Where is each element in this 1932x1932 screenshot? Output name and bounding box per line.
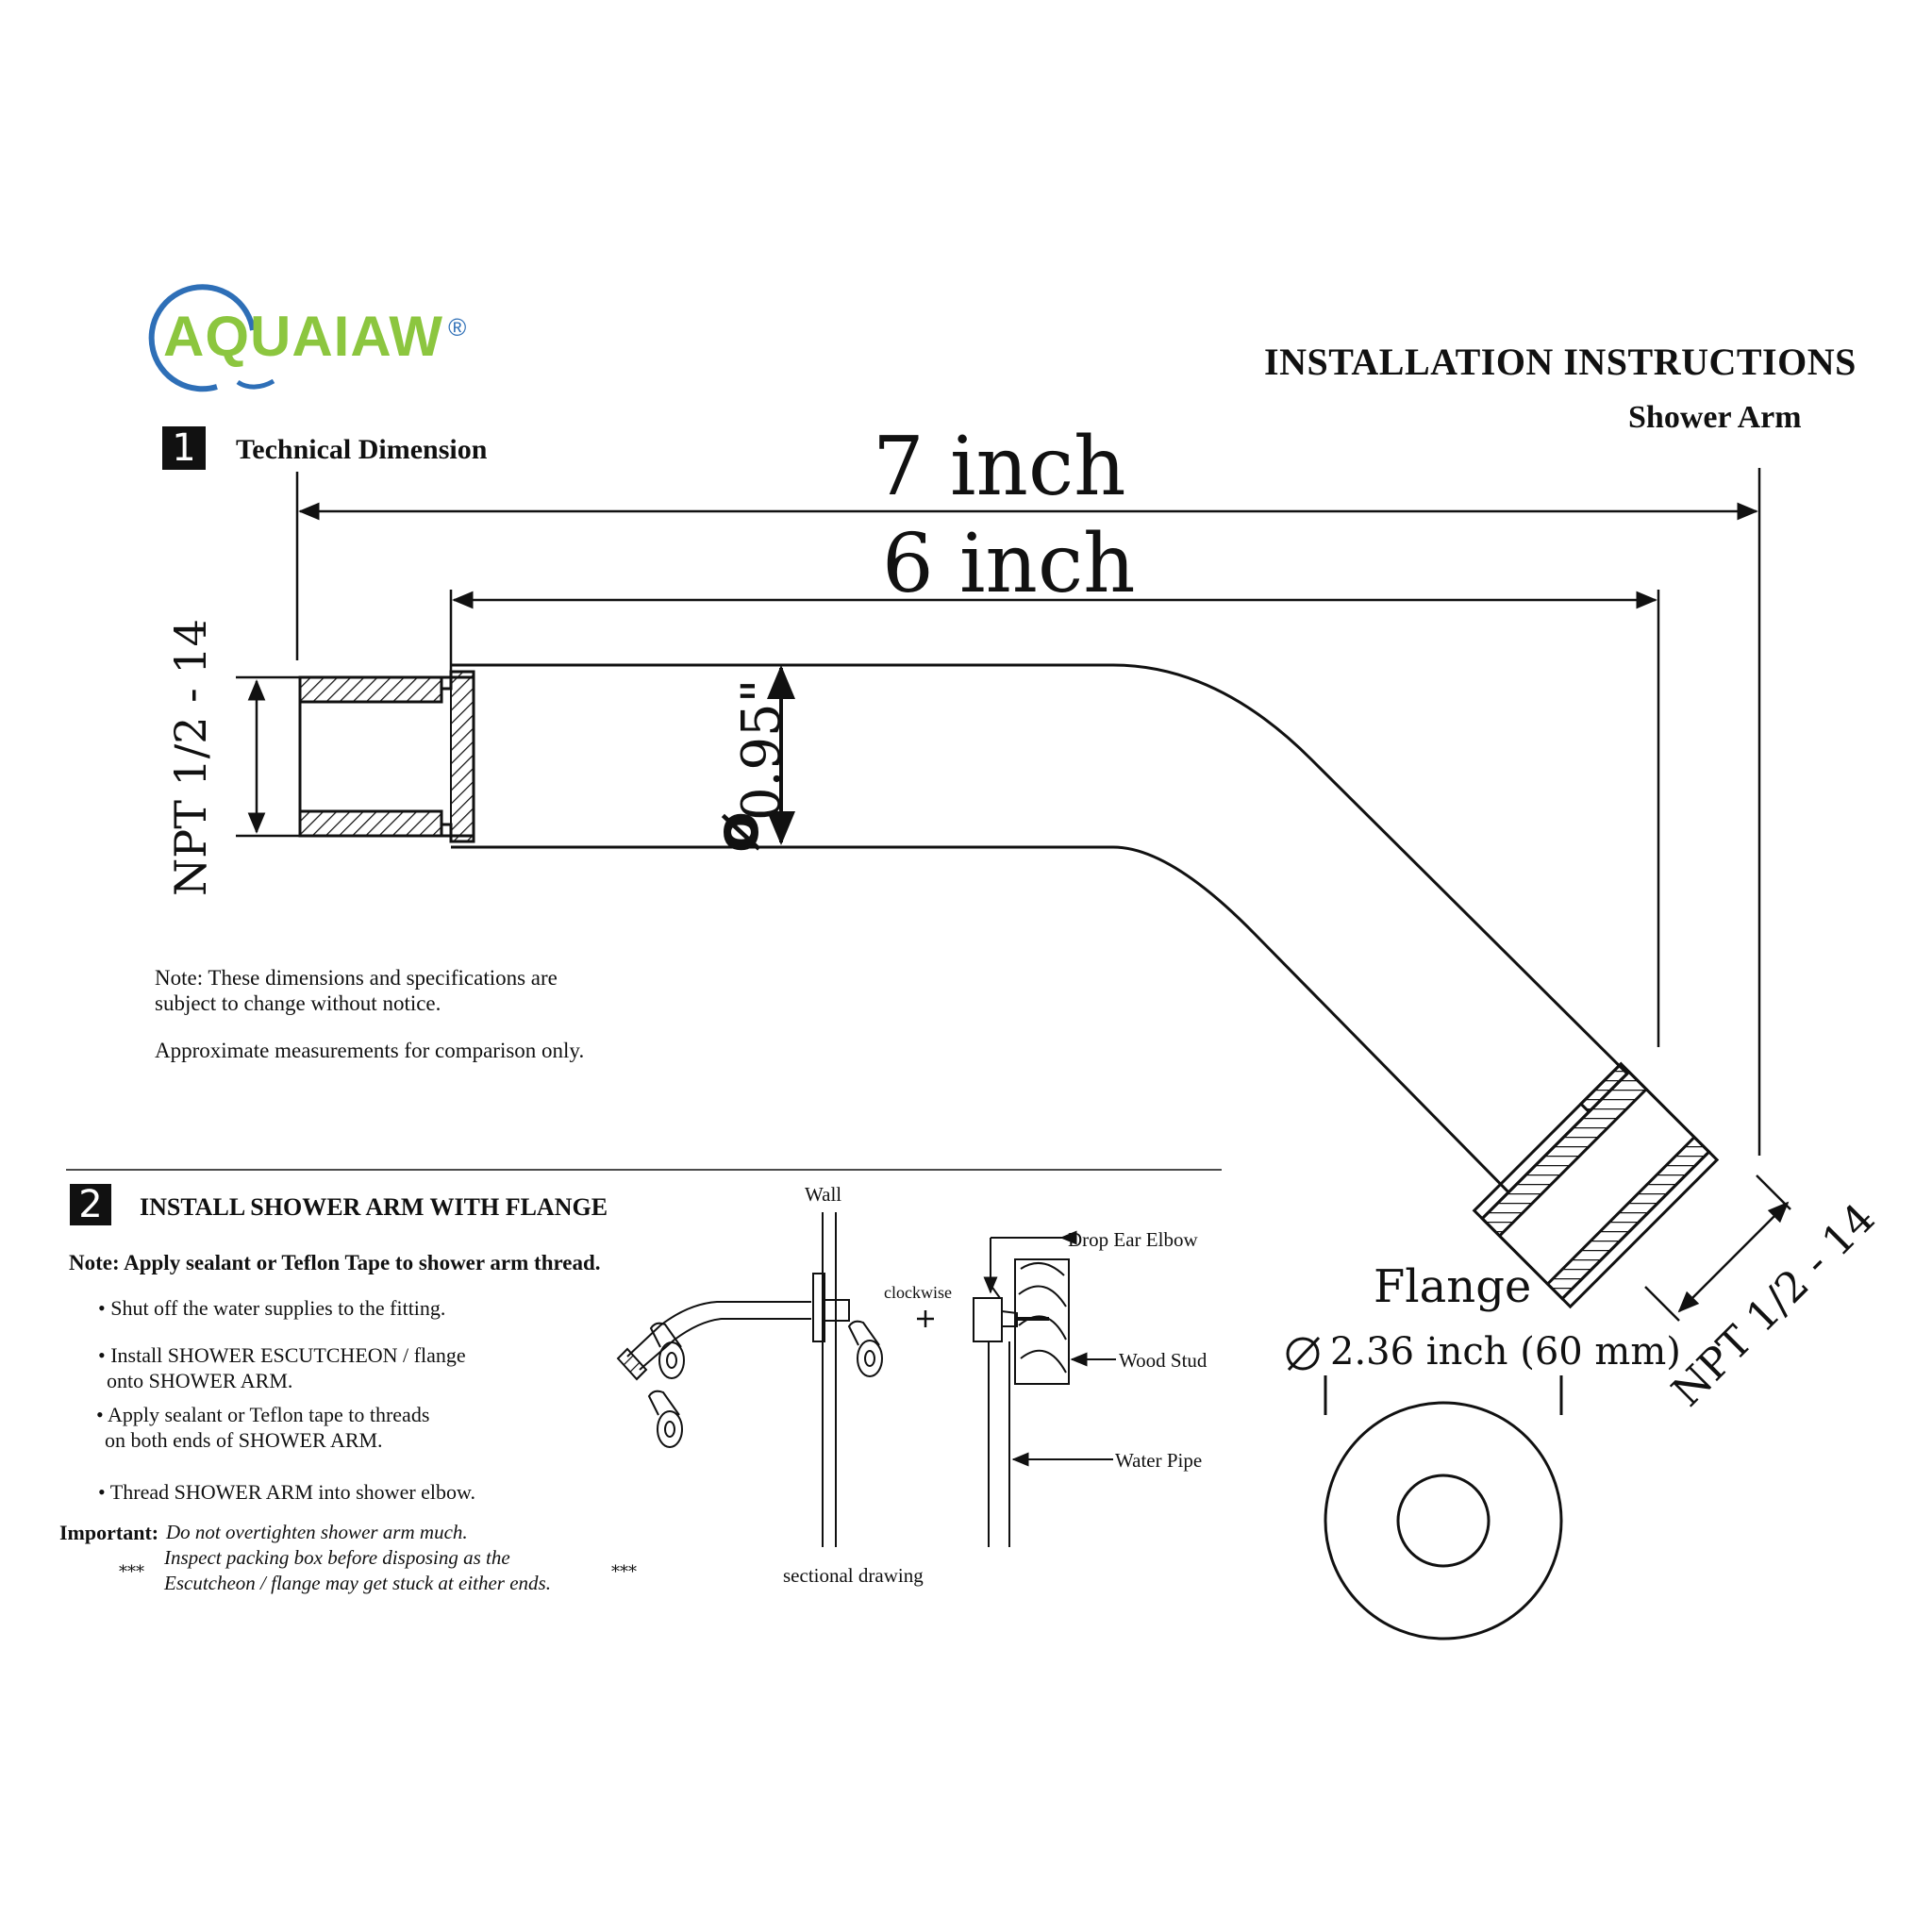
wall-label: Wall: [805, 1183, 842, 1206]
important-line-3: Escutcheon / flange may get stuck at eit…: [164, 1572, 551, 1594]
stars-right: ***: [611, 1562, 637, 1582]
overall-length-label: 7 inch: [873, 420, 1126, 514]
important-line-1: Do not overtighten shower arm much.: [166, 1521, 468, 1543]
brand-name: AQUAIAW: [163, 305, 443, 368]
brand-logo: AQUAIAW ®: [163, 304, 466, 369]
instruction-3-cont: on both ends of SHOWER ARM.: [105, 1428, 383, 1452]
page-subtitle: Shower Arm: [1628, 400, 1802, 435]
logo-ring-icon: [148, 284, 275, 392]
step-2-badge: 2: [70, 1184, 111, 1225]
instruction-4: • Thread SHOWER ARM into shower elbow.: [98, 1480, 475, 1504]
leader-arrows: [983, 1230, 1115, 1467]
section-2-title: INSTALL SHOWER ARM WITH FLANGE: [140, 1193, 608, 1221]
stars-left: ***: [119, 1562, 144, 1582]
sectional-drawing: [616, 1212, 1116, 1547]
flange-dimension: 2.36 inch (60 mm): [1330, 1330, 1681, 1374]
spec-note-line-2: subject to change without notice.: [155, 991, 441, 1015]
arm-length-label: 6 inch: [882, 517, 1136, 611]
important-label: Important:: [59, 1521, 159, 1544]
diameter-value-label: 0.95": [731, 678, 792, 821]
water-pipe-label: Water Pipe: [1115, 1449, 1203, 1472]
instruction-2-cont: onto SHOWER ARM.: [107, 1369, 293, 1392]
drop-ear-elbow-label: Drop Ear Elbow: [1068, 1228, 1198, 1251]
flange-label: Flange: [1374, 1260, 1532, 1313]
clockwise-label: clockwise: [884, 1283, 952, 1302]
spec-note-line-1: Note: These dimensions and specification…: [155, 966, 558, 990]
dimension-lines: [236, 468, 1791, 1322]
left-thread-label: NPT 1/2 - 14: [165, 619, 216, 896]
step-1-badge: 1: [162, 426, 206, 470]
sealant-note: Note: Apply sealant or Teflon Tape to sh…: [69, 1251, 601, 1274]
instruction-1: • Shut off the water supplies to the fit…: [98, 1296, 446, 1320]
section-1-title: Technical Dimension: [236, 434, 488, 465]
registered-mark: ®: [448, 313, 467, 341]
sectional-drawing-caption: sectional drawing: [783, 1564, 924, 1587]
spec-note-line-3: Approximate measurements for comparison …: [155, 1039, 585, 1062]
flange-drawing: [1324, 1375, 1563, 1641]
diameter-icon: [1286, 1336, 1321, 1372]
page-title: INSTALLATION INSTRUCTIONS: [1264, 341, 1857, 383]
diameter-symbol-icon: ø: [702, 811, 773, 853]
wood-stud-label: Wood Stud: [1119, 1349, 1208, 1372]
shower-arm-drawing: [298, 663, 1720, 1309]
plus-icon: [917, 1310, 934, 1327]
important-line-2: Inspect packing box before disposing as …: [164, 1546, 510, 1569]
instruction-2: • Install SHOWER ESCUTCHEON / flange: [98, 1343, 466, 1367]
instruction-3: • Apply sealant or Teflon tape to thread…: [96, 1403, 430, 1426]
